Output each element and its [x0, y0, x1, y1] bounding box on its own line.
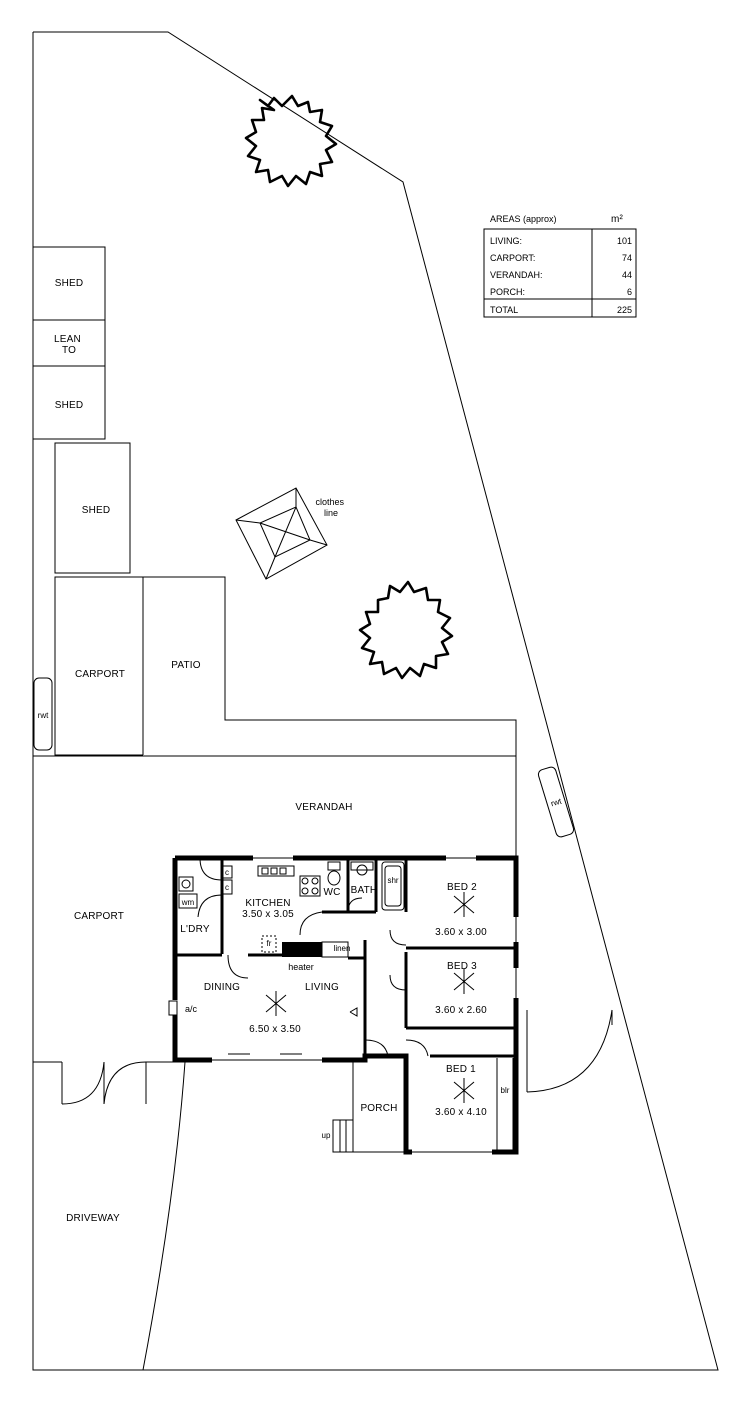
- areas-row-label: VERANDAH:: [490, 270, 543, 280]
- house: [168, 855, 519, 1155]
- carport-rear-label: CARPORT: [75, 669, 125, 680]
- up-label: up: [322, 1131, 331, 1140]
- cupboard-a-label: c: [225, 868, 229, 877]
- living-size: 6.50 x 3.50: [249, 1024, 301, 1035]
- areas-row-value: 101: [617, 236, 632, 246]
- ldry-label: L'DRY: [180, 924, 210, 935]
- dining-label: DINING: [204, 982, 240, 993]
- areas-row-value: 6: [627, 287, 632, 297]
- shed-large: [54, 442, 131, 574]
- areas-total-value: 225: [617, 305, 632, 315]
- bed2-size: 3.60 x 3.00: [435, 927, 487, 938]
- clothes-line: [235, 487, 328, 580]
- shr-label: shr: [387, 876, 398, 885]
- heater-label: heater: [288, 962, 314, 972]
- wc-label: WC: [323, 887, 340, 898]
- areas-total-label: TOTAL: [490, 305, 518, 315]
- tree-top: [244, 94, 338, 188]
- kitchen-size: 3.50 x 3.05: [242, 909, 294, 920]
- property-boundary: [32, 31, 719, 1371]
- tree-middle: [358, 580, 454, 680]
- ac-label: a/c: [185, 1004, 198, 1014]
- bed2-label: BED 2: [447, 882, 477, 893]
- living-label: LIVING: [305, 982, 339, 993]
- side-gate: [526, 1009, 613, 1093]
- verandah-label: VERANDAH: [295, 802, 352, 813]
- kitchen-label: KITCHEN: [245, 898, 290, 909]
- wm-label: wm: [181, 898, 195, 907]
- areas-row-value: 74: [622, 253, 632, 263]
- areas-row-label: PORCH:: [490, 287, 525, 297]
- driveway-label: DRIVEWAY: [66, 1213, 120, 1224]
- bed1-label: BED 1: [446, 1064, 476, 1075]
- porch-label: PORCH: [360, 1103, 397, 1114]
- clothes-line-label: clothes line: [315, 497, 346, 518]
- shed-large-label: SHED: [82, 505, 111, 516]
- areas-row-label: CARPORT:: [490, 253, 535, 263]
- rwt-left-label: rwt: [38, 711, 49, 720]
- rwt-tank-left: [33, 677, 53, 751]
- carport-side-label: CARPORT: [74, 911, 124, 922]
- blr-label: blr: [501, 1086, 510, 1095]
- fridge-label: fr: [267, 939, 272, 948]
- areas-row-value: 44: [622, 270, 632, 280]
- cupboard-b-label: c: [225, 883, 229, 892]
- porch-steps: [332, 1119, 354, 1153]
- patio-label: PATIO: [171, 660, 201, 671]
- areas-table: AREAS (approx) m² LIVING: 101 CARPORT: 7…: [483, 214, 637, 318]
- lean-to-label: LEAN TO: [54, 334, 84, 356]
- patio: [143, 576, 517, 857]
- bed3-label: BED 3: [447, 961, 477, 972]
- bed1-size: 3.60 x 4.10: [435, 1107, 487, 1118]
- shed-middle-label: SHED: [55, 400, 84, 411]
- driveway-gates: [33, 1061, 186, 1371]
- areas-title: AREAS (approx): [490, 214, 557, 224]
- rwt-tank-right: [537, 766, 575, 838]
- areas-row-label: LIVING:: [490, 236, 522, 246]
- areas-unit: m²: [611, 214, 624, 225]
- rwt-right-label: rwt: [550, 796, 564, 808]
- carport-rear: [54, 576, 143, 756]
- bed3-size: 3.60 x 2.60: [435, 1005, 487, 1016]
- shed-middle: [32, 365, 106, 440]
- linen-label: linen: [334, 944, 351, 953]
- bath-label: BATH: [351, 885, 378, 896]
- shed-top-label: SHED: [55, 278, 84, 289]
